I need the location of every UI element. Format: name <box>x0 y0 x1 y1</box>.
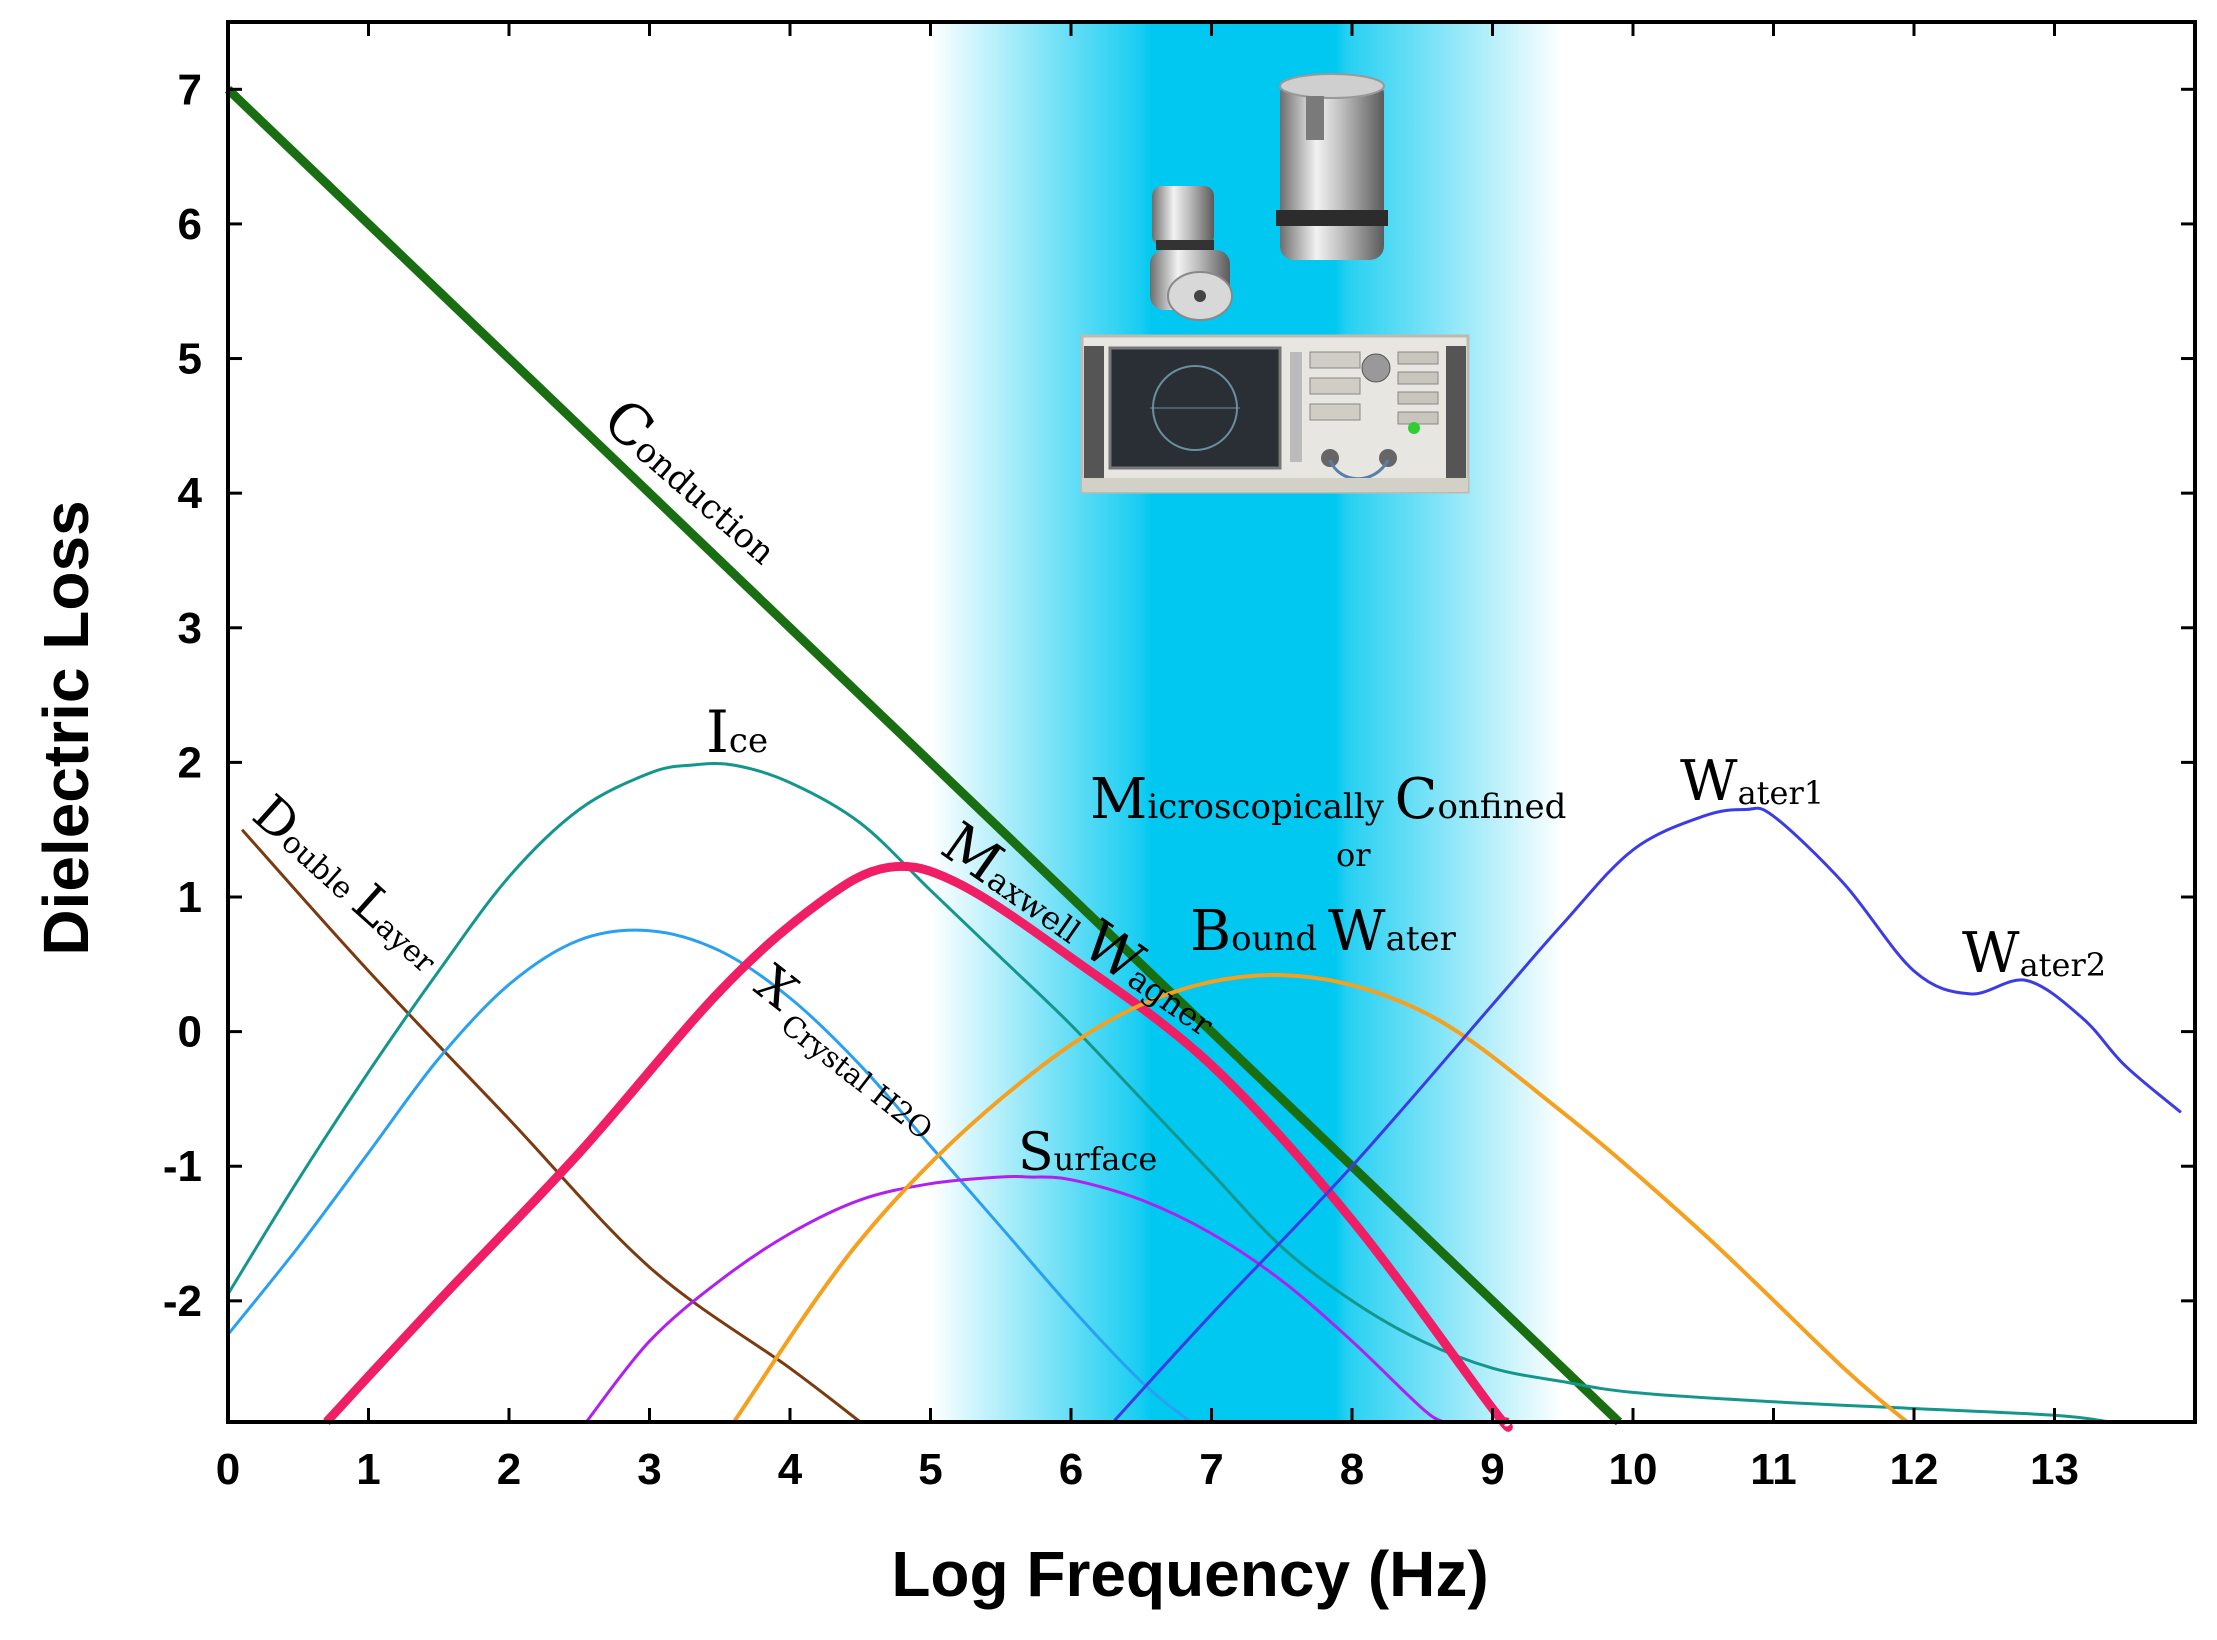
annotation-water2: Water2 <box>1962 921 2106 986</box>
x-tick-label: 9 <box>1480 1445 1504 1494</box>
y-tick-label: 5 <box>178 335 202 384</box>
x-tick-label: 4 <box>778 1445 803 1494</box>
annotation-x-crystal: X Crystal H2O <box>739 954 959 1147</box>
annotation-bound-water: Bound Water <box>1190 899 1457 964</box>
x-tick-label: 6 <box>1059 1445 1083 1494</box>
series-line-x-crystal <box>226 928 1192 1424</box>
y-tick-label: 6 <box>178 200 202 249</box>
x-tick-label: 12 <box>1890 1445 1939 1494</box>
series-line-surface <box>585 1174 1445 1424</box>
annotation-or: or <box>1336 836 1371 874</box>
annotation-conduction: Conduction <box>591 387 796 577</box>
x-tick-label: 10 <box>1609 1445 1658 1494</box>
network-analyzer-icon <box>1080 334 1470 494</box>
x-tick-label: 13 <box>2030 1445 2079 1494</box>
annotation-surface: Surface <box>1018 1123 1157 1183</box>
y-tick-label: 2 <box>178 738 202 787</box>
series-line-ice <box>226 761 2111 1424</box>
annotation-water1: Water1 <box>1680 749 1824 814</box>
series-line-bound-water <box>732 973 1909 1424</box>
y-tick-label: 7 <box>178 65 202 114</box>
y-tick-label: 3 <box>178 604 202 653</box>
probe-large-icon <box>1276 73 1388 260</box>
y-axis-title: Dielectric Loss <box>30 500 102 955</box>
series-line-double-layer <box>240 828 862 1424</box>
x-tick-label: 2 <box>497 1445 521 1494</box>
x-tick-label: 3 <box>637 1445 661 1494</box>
series-line-conduction <box>224 86 1623 1426</box>
x-tick-label: 0 <box>216 1445 240 1494</box>
series-layer <box>224 86 2182 1432</box>
series-line-maxwell-wagner <box>323 861 1513 1432</box>
y-tick-label: 1 <box>178 873 202 922</box>
x-tick-label: 5 <box>918 1445 942 1494</box>
x-tick-label: 11 <box>1750 1445 1797 1494</box>
x-tick-label: 7 <box>1199 1445 1223 1494</box>
y-tick-label: 4 <box>178 469 203 518</box>
annotation-micro-confined: Microscopically Confined <box>1090 767 1566 832</box>
highlight-band <box>930 22 1563 1422</box>
instrument-illustration <box>1080 73 1470 494</box>
annotation-ice: Ice <box>706 698 768 766</box>
y-tick-label: -2 <box>163 1277 202 1326</box>
x-axis-title: Log Frequency (Hz) <box>891 1538 1488 1610</box>
probe-small-icon <box>1150 186 1233 321</box>
y-tick-label: -1 <box>163 1142 202 1191</box>
x-tick-label: 8 <box>1340 1445 1364 1494</box>
x-tick-label: 1 <box>356 1445 380 1494</box>
y-tick-label: 0 <box>178 1008 202 1057</box>
annotation-double-layer: Double Layer <box>242 784 455 984</box>
series-line-water1 <box>1112 806 2182 1424</box>
